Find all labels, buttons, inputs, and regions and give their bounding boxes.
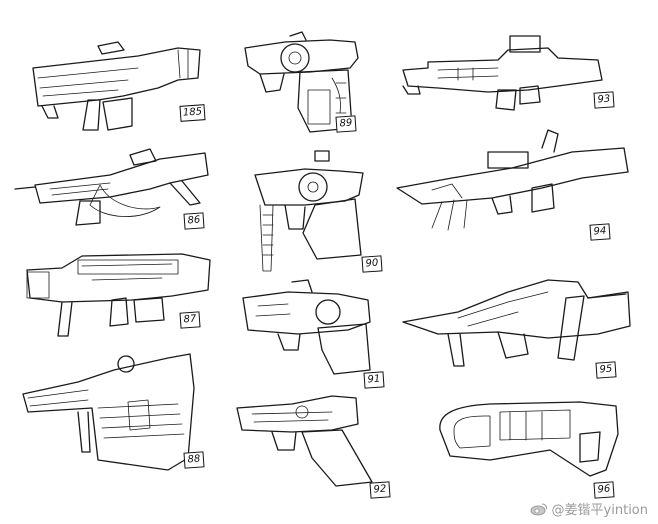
watermark-text: @姜锴平yintion	[551, 503, 648, 518]
weapon-sketch-92	[232, 388, 382, 488]
weapon-sketch-85	[28, 38, 208, 138]
weapon-sketch-96	[430, 390, 622, 485]
sketch-number-86: 86	[183, 212, 205, 230]
weapon-sketch-87	[22, 240, 217, 340]
sketch-number-91: 91	[363, 371, 385, 389]
sketch-number-87: 87	[179, 311, 201, 329]
weapon-sketch-89	[240, 28, 370, 133]
sketch-number-96: 96	[593, 481, 615, 499]
weibo-logo-icon	[530, 502, 548, 516]
weapon-sketch-88	[18, 348, 214, 474]
weapon-sketch-94	[392, 118, 632, 238]
sketch-number-93: 93	[593, 91, 615, 109]
weapon-sketch-90	[245, 145, 370, 275]
weapon-sketch-86	[10, 145, 210, 230]
sketch-number-90: 90	[361, 255, 383, 273]
sketch-number-94: 94	[589, 223, 611, 241]
weapon-sketch-91	[238, 278, 378, 378]
sketch-number-85: 185	[179, 104, 206, 122]
weapon-sketch-93	[398, 30, 608, 111]
sketch-number-89: 89	[335, 115, 357, 133]
sketch-number-88: 88	[183, 451, 205, 469]
watermark: @姜锴平yintion	[530, 499, 648, 518]
sketch-number-92: 92	[369, 481, 391, 499]
weapon-sketch-95	[398, 262, 638, 374]
sketch-number-95: 95	[595, 361, 617, 379]
